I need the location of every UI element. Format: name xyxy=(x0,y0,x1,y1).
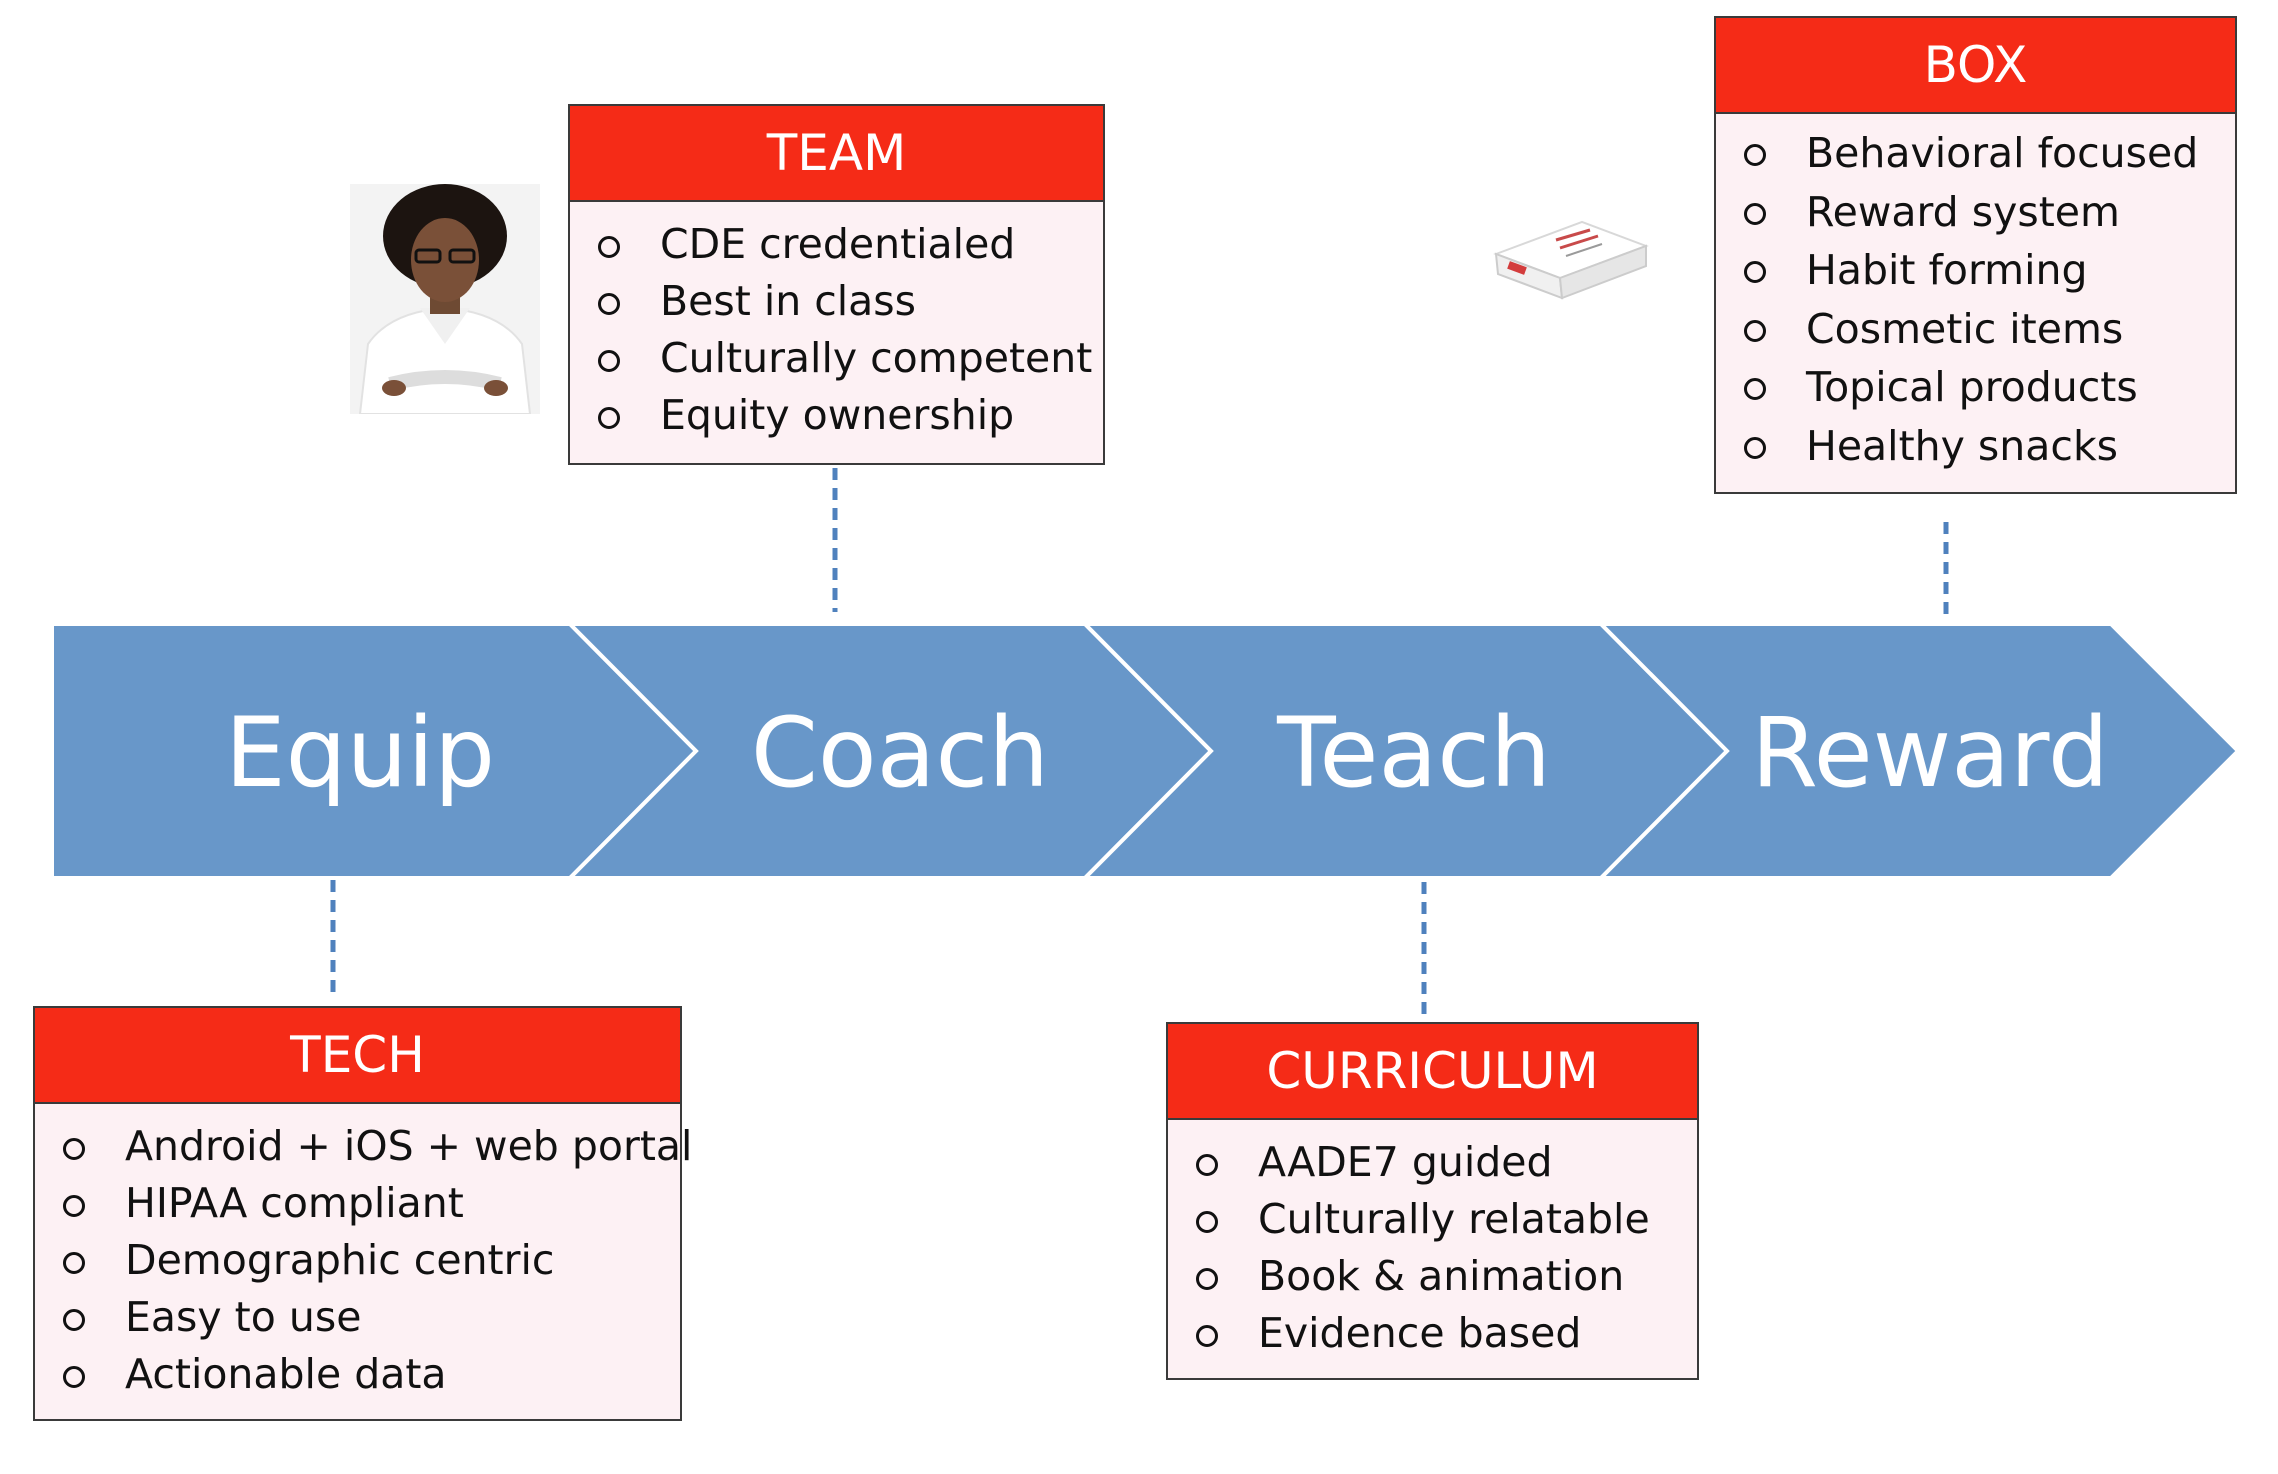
list-item: Easy to use xyxy=(59,1289,680,1346)
team-title: TEAM xyxy=(570,106,1103,202)
step-label-coach: Coach xyxy=(751,697,1049,809)
list-item: Habit forming xyxy=(1740,241,2235,300)
list-item: HIPAA compliant xyxy=(59,1175,680,1232)
team-box: TEAM CDE credentialed Best in class Cult… xyxy=(568,104,1105,465)
woman-portrait-image xyxy=(350,184,540,414)
list-item: Book & animation xyxy=(1192,1248,1697,1305)
chevron-reward xyxy=(1596,622,2241,880)
list-item: Cosmetic items xyxy=(1740,300,2235,359)
step-label-teach: Teach xyxy=(1276,697,1551,809)
box-list: Behavioral focused Reward system Habit f… xyxy=(1716,114,2235,475)
tech-list: Android + iOS + web portal HIPAA complia… xyxy=(35,1104,692,1403)
list-item: Culturally competent xyxy=(594,330,1103,387)
list-item: Best in class xyxy=(594,273,1103,330)
list-item: Android + iOS + web portal xyxy=(59,1118,692,1175)
curriculum-title: CURRICULUM xyxy=(1168,1024,1697,1120)
curriculum-box: CURRICULUM AADE7 guided Culturally relat… xyxy=(1166,1022,1699,1380)
box-box: BOX Behavioral focused Reward system Hab… xyxy=(1714,16,2237,494)
product-box-image xyxy=(1493,220,1649,300)
list-item: CDE credentialed xyxy=(594,216,1103,273)
curriculum-list: AADE7 guided Culturally relatable Book &… xyxy=(1168,1120,1697,1362)
list-item: Evidence based xyxy=(1192,1305,1697,1362)
list-item: Culturally relatable xyxy=(1192,1191,1697,1248)
list-item: Demographic centric xyxy=(59,1232,680,1289)
step-label-reward: Reward xyxy=(1751,697,2109,809)
team-list: CDE credentialed Best in class Culturall… xyxy=(570,202,1103,444)
box-title: BOX xyxy=(1716,18,2235,114)
list-item: Healthy snacks xyxy=(1740,417,2235,476)
step-label-equip: Equip xyxy=(225,697,495,809)
tech-title: TECH xyxy=(35,1008,680,1104)
list-item: Topical products xyxy=(1740,358,2235,417)
list-item: AADE7 guided xyxy=(1192,1134,1697,1191)
tech-box: TECH Android + iOS + web portal HIPAA co… xyxy=(33,1006,692,1421)
list-item: Behavioral focused xyxy=(1740,124,2235,183)
list-item: Equity ownership xyxy=(594,387,1103,444)
list-item: Actionable data xyxy=(59,1346,680,1403)
list-item: Reward system xyxy=(1740,183,2235,242)
